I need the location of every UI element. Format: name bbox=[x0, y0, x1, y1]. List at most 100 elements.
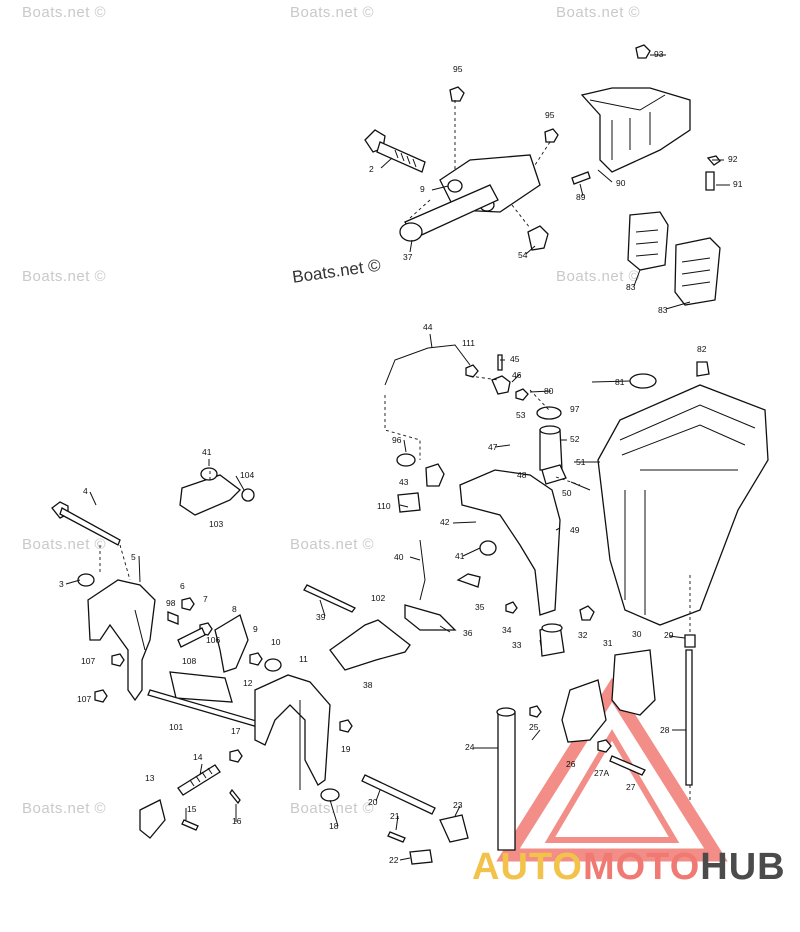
part-label: 96 bbox=[392, 435, 402, 445]
part-label: 53 bbox=[516, 410, 526, 420]
part-label: 11 bbox=[299, 654, 308, 664]
part-label: 46 bbox=[512, 370, 522, 380]
part-label: 32 bbox=[578, 630, 588, 640]
automotohub-logo: AUTOMOTOHUB bbox=[472, 846, 786, 889]
part-label: 10 bbox=[271, 637, 281, 647]
part-label: 102 bbox=[371, 593, 385, 603]
part-label: 8 bbox=[232, 604, 237, 614]
swivel-housing bbox=[303, 344, 595, 671]
part-label: 30 bbox=[632, 629, 642, 639]
watermark: Boats.net © bbox=[290, 800, 375, 817]
part-label: 2 bbox=[369, 164, 374, 174]
watermark: Boats.net © bbox=[22, 4, 107, 21]
part-label: 52 bbox=[570, 434, 580, 444]
watermark: Boats.net © bbox=[290, 4, 375, 21]
exhaust-housing bbox=[496, 361, 769, 851]
logo-text-hub: HUB bbox=[700, 846, 786, 888]
part-label: 34 bbox=[502, 625, 512, 635]
part-label: 36 bbox=[463, 628, 473, 638]
part-label: 12 bbox=[243, 678, 253, 688]
part-label: 9 bbox=[420, 184, 425, 194]
part-label: 29 bbox=[664, 630, 674, 640]
part-label: 91 bbox=[733, 179, 743, 189]
logo-text-moto: MOTO bbox=[582, 846, 701, 888]
part-label: 41 bbox=[202, 447, 212, 457]
part-label: 49 bbox=[570, 525, 580, 535]
part-label: 15 bbox=[187, 804, 197, 814]
part-label: 26 bbox=[566, 759, 576, 769]
part-label: 27 bbox=[626, 782, 636, 792]
tilt-bracket-assembly bbox=[51, 467, 469, 865]
part-label: 5 bbox=[131, 552, 136, 562]
part-label: 18 bbox=[329, 821, 339, 831]
part-label: 111 bbox=[462, 338, 475, 348]
part-label: 13 bbox=[145, 773, 155, 783]
part-label: 90 bbox=[616, 178, 626, 188]
part-label: 24 bbox=[465, 742, 475, 752]
part-label: 39 bbox=[316, 612, 326, 622]
part-label: 97 bbox=[570, 404, 580, 414]
part-label: 19 bbox=[341, 744, 351, 754]
part-label: 25 bbox=[529, 722, 539, 732]
part-label: 95 bbox=[453, 64, 463, 74]
part-label: 38 bbox=[363, 680, 373, 690]
part-label: 107 bbox=[77, 694, 91, 704]
watermark: Boats.net © bbox=[22, 800, 107, 817]
part-label: 89 bbox=[576, 192, 586, 202]
part-label: 44 bbox=[423, 322, 433, 332]
part-label: 82 bbox=[697, 344, 707, 354]
part-number-labels: 95 95 93 92 91 2 9 90 89 37 54 83 83 44 … bbox=[59, 49, 743, 865]
part-label: 9 bbox=[253, 624, 258, 634]
part-label: 16 bbox=[232, 816, 242, 826]
part-label: 83 bbox=[626, 282, 636, 292]
part-label: 40 bbox=[394, 552, 404, 562]
part-label: 35 bbox=[475, 602, 485, 612]
watermark: Boats.net © bbox=[556, 268, 641, 285]
part-label: 110 bbox=[377, 501, 391, 511]
part-label: 47 bbox=[488, 442, 498, 452]
part-label: 42 bbox=[440, 517, 450, 527]
part-label: 103 bbox=[209, 519, 223, 529]
part-label: 23 bbox=[453, 800, 463, 810]
part-label: 92 bbox=[728, 154, 738, 164]
part-label: 21 bbox=[390, 811, 400, 821]
transom-bracket-top bbox=[571, 44, 721, 306]
part-label: 45 bbox=[510, 354, 520, 364]
logo-triangle-icon bbox=[496, 677, 728, 862]
part-label: 33 bbox=[512, 640, 522, 650]
part-label: 22 bbox=[389, 855, 399, 865]
part-label: 43 bbox=[399, 477, 409, 487]
part-label: 93 bbox=[654, 49, 664, 59]
part-label: 4 bbox=[83, 486, 88, 496]
part-label: 6 bbox=[180, 581, 185, 591]
part-label: 106 bbox=[206, 635, 220, 645]
part-label: 104 bbox=[240, 470, 254, 480]
part-label: 28 bbox=[660, 725, 670, 735]
swivel-bracket-top bbox=[364, 86, 559, 251]
part-label: 108 bbox=[182, 656, 196, 666]
logo-text-auto: AUTO bbox=[472, 846, 583, 888]
part-label: 50 bbox=[562, 488, 572, 498]
watermark: Boats.net © bbox=[556, 4, 641, 21]
part-label: 7 bbox=[203, 594, 208, 604]
watermark: Boats.net © bbox=[290, 536, 375, 553]
part-label: 31 bbox=[603, 638, 613, 648]
part-label: 98 bbox=[166, 598, 176, 608]
part-label: 95 bbox=[545, 110, 555, 120]
part-label: 37 bbox=[403, 252, 413, 262]
watermark: Boats.net © bbox=[22, 536, 107, 553]
part-label: 20 bbox=[368, 797, 378, 807]
part-label: 81 bbox=[615, 377, 625, 387]
part-label: 101 bbox=[169, 722, 183, 732]
leader-lines bbox=[65, 54, 730, 861]
part-label: 3 bbox=[59, 579, 64, 589]
part-label: 27A bbox=[594, 768, 609, 778]
part-label: 14 bbox=[193, 752, 203, 762]
part-label: 41 bbox=[455, 551, 465, 561]
part-label: 107 bbox=[81, 656, 95, 666]
part-label: 17 bbox=[231, 726, 241, 736]
part-label: 54 bbox=[518, 250, 528, 260]
part-label: 48 bbox=[517, 470, 527, 480]
